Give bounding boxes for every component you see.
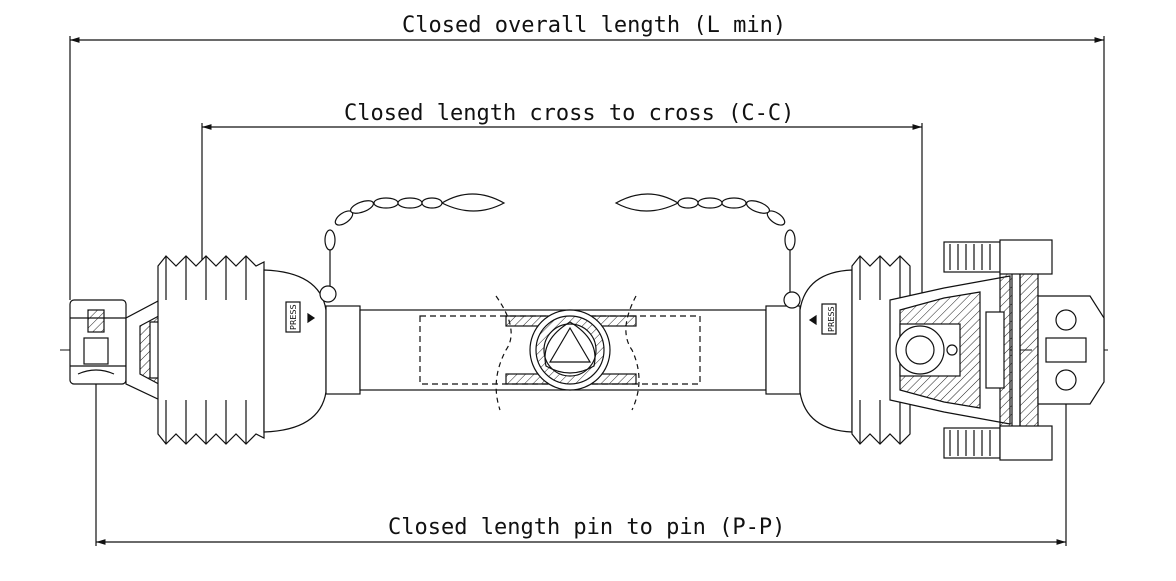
dimension-label-cross-to-cross: Closed length cross to cross (C-C) bbox=[340, 102, 799, 126]
dimension-overall bbox=[69, 36, 1105, 340]
dimension-label-pin-to-pin: Closed length pin to pin (P-P) bbox=[384, 516, 790, 540]
right-safety-chain bbox=[614, 193, 801, 309]
right-yoke-clutch-assembly bbox=[889, 239, 1105, 461]
left-safety-chain bbox=[319, 193, 506, 303]
dimension-label-overall-length: Closed overall length (L min) bbox=[398, 14, 791, 38]
press-label-right: PRESS bbox=[827, 306, 836, 332]
left-guard-bellows bbox=[157, 255, 327, 445]
tube-cutaway bbox=[495, 295, 640, 411]
press-label-left: PRESS bbox=[289, 304, 298, 330]
